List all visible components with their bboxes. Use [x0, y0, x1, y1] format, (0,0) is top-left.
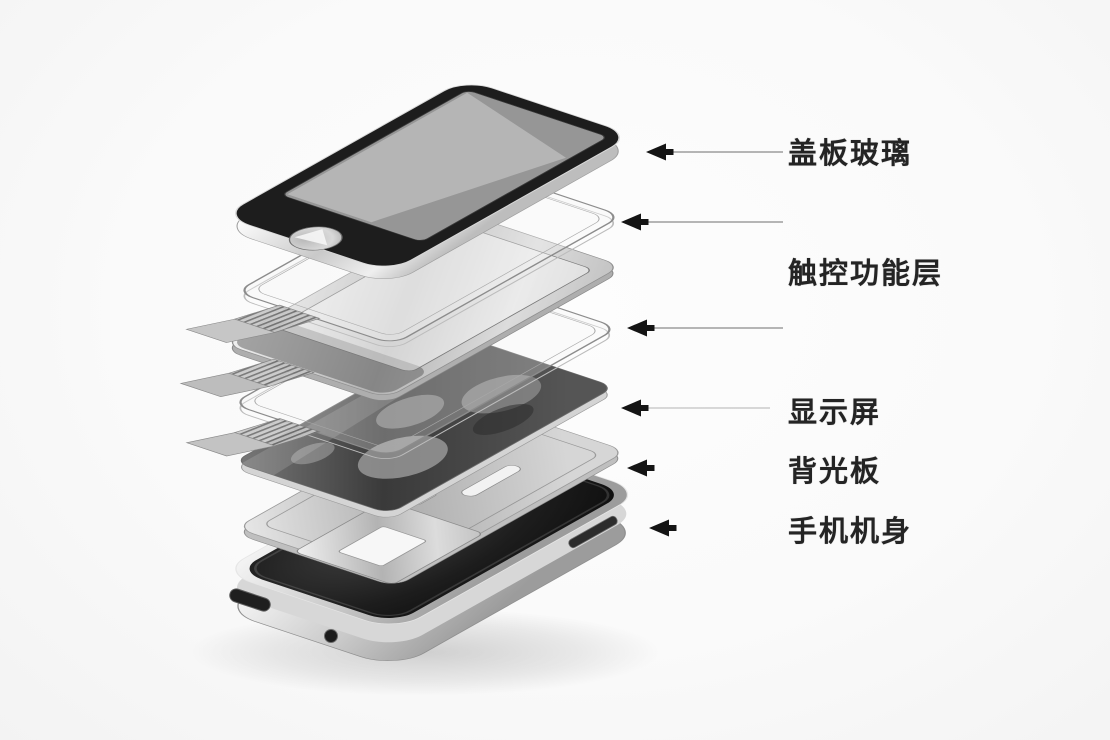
- side-slot: [568, 515, 618, 549]
- label-display-screen: 显示屏: [788, 397, 882, 429]
- arrow-display: [621, 399, 649, 417]
- label-touch-function-layer: 触控功能层: [788, 258, 944, 290]
- arrow-phone-body: [649, 519, 677, 537]
- touch-frame-layer: [179, 214, 614, 401]
- cover-glass-layer: [235, 84, 620, 279]
- label-cover-glass: 盖板玻璃: [788, 138, 913, 170]
- speaker-slot: [229, 588, 271, 612]
- callout-arrows: [621, 143, 677, 537]
- flex-cable: [185, 418, 321, 457]
- label-backlight-panel: 背光板: [788, 456, 882, 488]
- arrow-backlight: [627, 459, 655, 477]
- headphone-jack: [324, 629, 338, 643]
- flex-cable: [185, 304, 321, 343]
- backlight-bracket: [296, 501, 482, 584]
- arrow-cover-glass: [646, 143, 674, 161]
- flex-cable: [179, 358, 315, 398]
- arrow-touch-upper: [621, 213, 649, 231]
- label-phone-body: 手机机身: [788, 516, 913, 548]
- home-button: [288, 226, 343, 251]
- leader-lines: [623, 151, 783, 409]
- arrow-touch-lower: [627, 319, 655, 337]
